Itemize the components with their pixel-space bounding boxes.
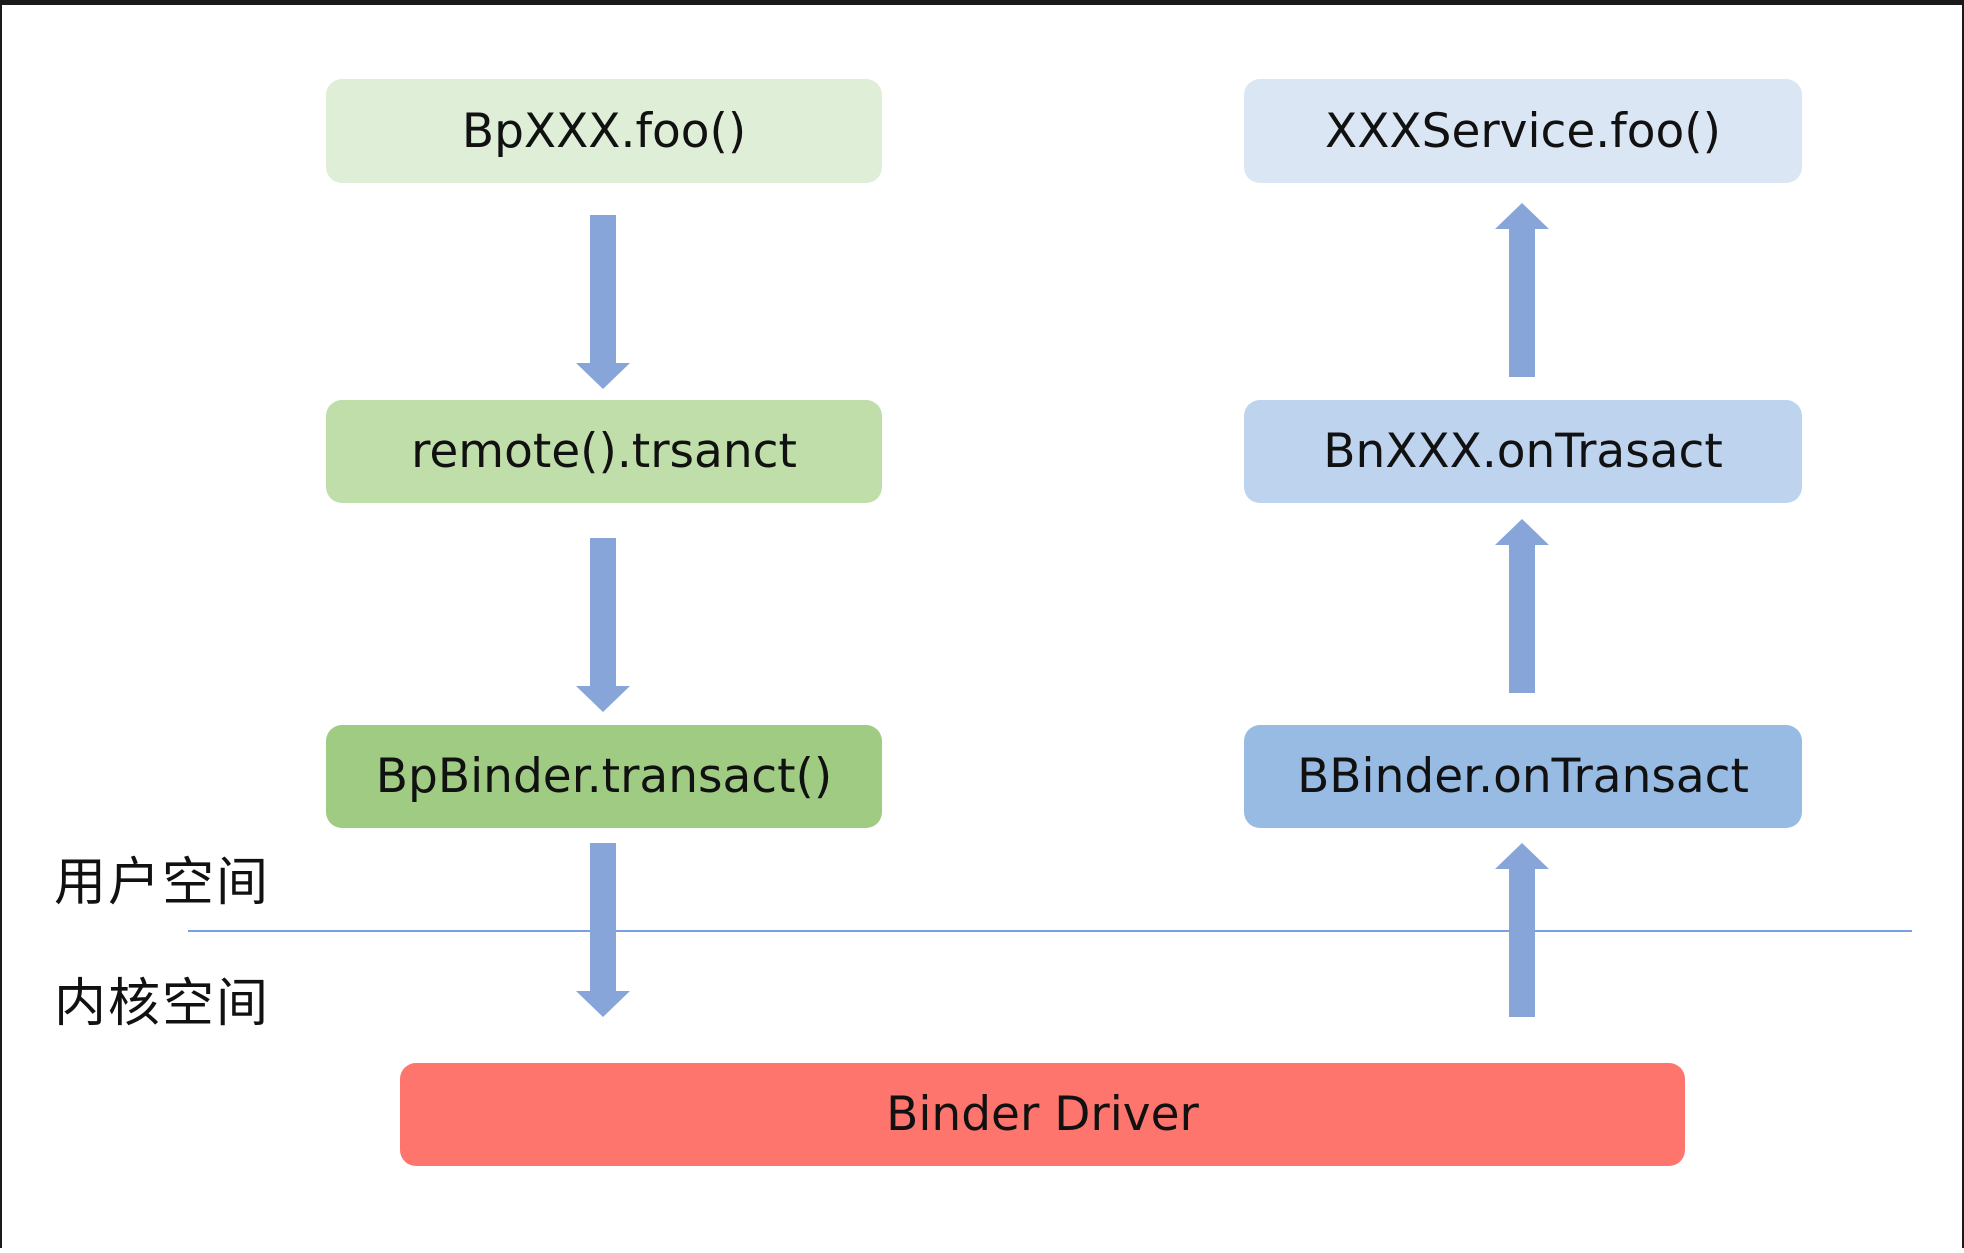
up-arrow-3 bbox=[1495, 843, 1549, 1017]
bnxxx-ontransact-box: BnXXX.onTrasact bbox=[1244, 400, 1802, 503]
user-kernel-boundary-line bbox=[188, 930, 1912, 932]
bpxxx-foo-box: BpXXX.foo() bbox=[326, 79, 882, 183]
bbinder-ontransact-box: BBinder.onTransact bbox=[1244, 725, 1802, 828]
bpbinder-transact-label: BpBinder.transact() bbox=[375, 749, 833, 804]
binder-driver-box: Binder Driver bbox=[400, 1063, 1685, 1166]
remote-transact-box: remote().trsanct bbox=[326, 400, 882, 503]
xxxservice-foo-box: XXXService.foo() bbox=[1244, 79, 1802, 183]
binder-driver-label: Binder Driver bbox=[886, 1087, 1199, 1142]
bbinder-ontransact-label: BBinder.onTransact bbox=[1297, 749, 1749, 804]
kernel-space-label: 内核空间 bbox=[54, 974, 271, 1034]
remote-transact-label: remote().trsanct bbox=[411, 424, 797, 479]
down-arrow-3 bbox=[576, 843, 630, 1017]
user-space-label: 用户空间 bbox=[54, 853, 271, 913]
down-arrow-2 bbox=[576, 538, 630, 712]
flow-arrows bbox=[576, 203, 1549, 1017]
up-arrow-1 bbox=[1495, 203, 1549, 377]
bpbinder-transact-box: BpBinder.transact() bbox=[326, 725, 882, 828]
up-arrow-2 bbox=[1495, 519, 1549, 693]
xxxservice-foo-label: XXXService.foo() bbox=[1325, 103, 1721, 159]
bpxxx-foo-label: BpXXX.foo() bbox=[461, 103, 747, 159]
down-arrow-1 bbox=[576, 215, 630, 389]
bnxxx-ontransact-label: BnXXX.onTrasact bbox=[1323, 424, 1723, 479]
